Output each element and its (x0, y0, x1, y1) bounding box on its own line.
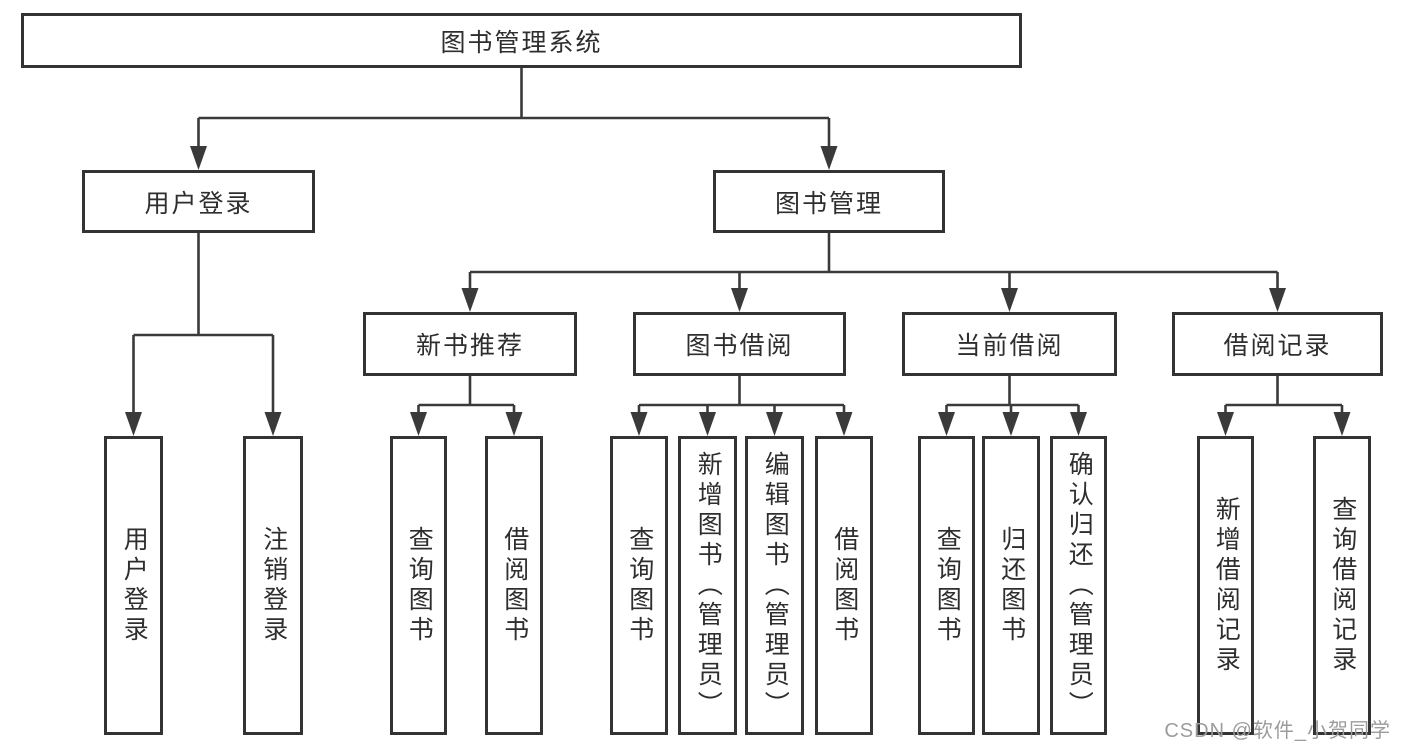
leaf-add-book-admin-label: 新增图书（管理员） (694, 450, 723, 721)
node-user-login: 用户登录 (82, 170, 315, 233)
node-current-borrowing: 当前借阅 (902, 312, 1117, 376)
leaf-add-borrow-record: 新增借阅记录 (1197, 436, 1254, 735)
csdn-watermark: CSDN @软件_小贺同学 (1164, 720, 1391, 742)
leaf-user-login: 用户登录 (104, 436, 163, 735)
node-borrowing-records: 借阅记录 (1172, 312, 1383, 376)
leaf-query-books-borrow: 查询图书 (610, 436, 668, 735)
node-book-management: 图书管理 (713, 170, 945, 233)
leaf-query-books-recommend-label: 查询图书 (405, 525, 434, 646)
leaf-query-books-recommend: 查询图书 (390, 436, 447, 735)
leaf-logout: 注销登录 (243, 436, 303, 735)
leaf-edit-book-admin-label: 编辑图书（管理员） (761, 450, 790, 721)
leaf-query-borrow-record-label: 查询借阅记录 (1328, 495, 1357, 676)
leaf-confirm-return-admin-label: 确认归还（管理员） (1065, 450, 1094, 721)
leaf-query-books-borrow-label: 查询图书 (625, 525, 654, 646)
leaf-edit-book-admin: 编辑图书（管理员） (745, 436, 804, 735)
leaf-return-books-label: 归还图书 (997, 525, 1026, 646)
leaf-borrow-books-recommend: 借阅图书 (485, 436, 543, 735)
leaf-query-books-current: 查询图书 (918, 436, 975, 735)
leaf-user-login-label: 用户登录 (120, 525, 149, 646)
leaf-query-borrow-record: 查询借阅记录 (1313, 436, 1371, 735)
leaf-add-book-admin: 新增图书（管理员） (678, 436, 737, 735)
leaf-return-books: 归还图书 (982, 436, 1040, 735)
leaf-borrow-books-recommend-label: 借阅图书 (500, 525, 529, 646)
leaf-borrow-books-label: 借阅图书 (830, 525, 859, 646)
leaf-borrow-books: 借阅图书 (815, 436, 873, 735)
leaf-add-borrow-record-label: 新增借阅记录 (1212, 495, 1241, 676)
leaf-logout-label: 注销登录 (259, 525, 288, 646)
node-book-borrowing: 图书借阅 (633, 312, 846, 376)
leaf-confirm-return-admin: 确认归还（管理员） (1050, 436, 1107, 735)
leaf-query-books-current-label: 查询图书 (933, 525, 962, 646)
node-root: 图书管理系统 (21, 13, 1022, 68)
node-new-book-recommend: 新书推荐 (363, 312, 577, 376)
